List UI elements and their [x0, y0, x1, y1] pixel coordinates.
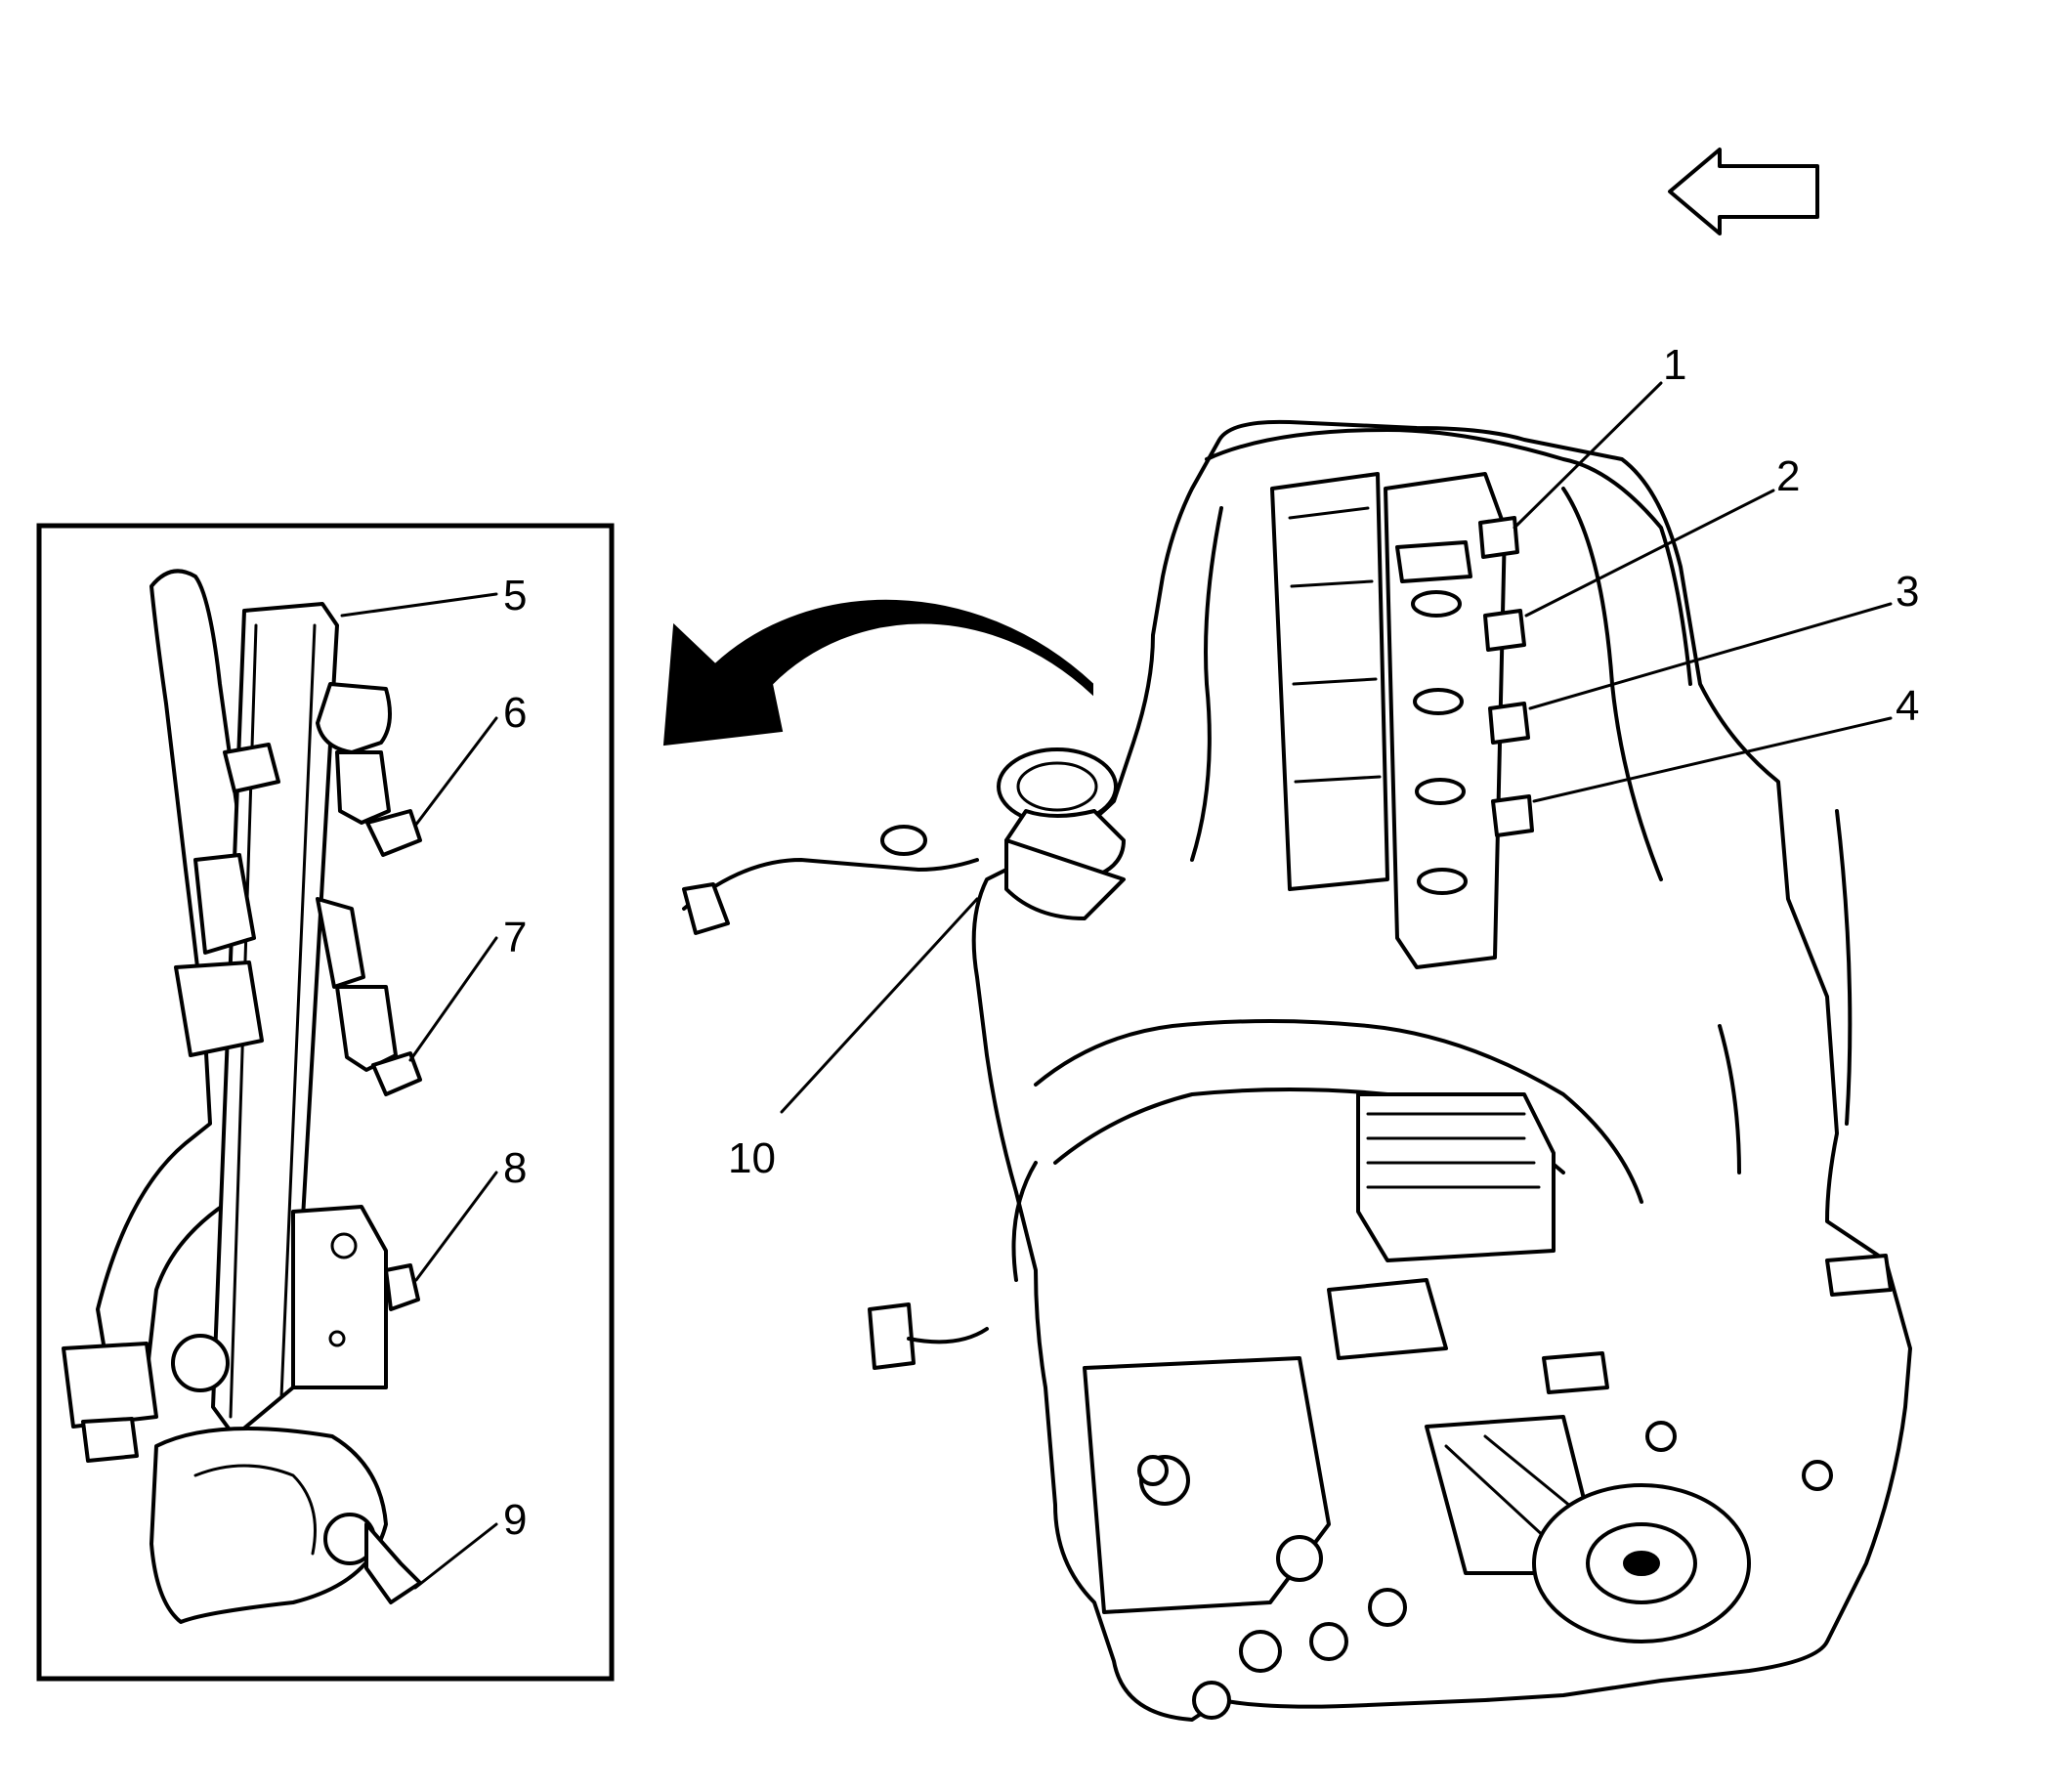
callout-3: 3 [1896, 568, 1919, 616]
curved-removal-arrow-icon [662, 599, 1093, 747]
callout-labels: 1 2 3 4 5 6 7 8 9 10 [503, 341, 1919, 1544]
callout-4: 4 [1896, 682, 1919, 730]
callout-9: 9 [503, 1496, 527, 1544]
callout-5: 5 [503, 572, 527, 619]
callout-8: 8 [503, 1144, 527, 1192]
callout-7: 7 [503, 914, 527, 961]
callout-10: 10 [728, 1134, 776, 1182]
callout-1: 1 [1663, 341, 1686, 389]
callout-2: 2 [1776, 452, 1800, 500]
left-arrow-icon [1668, 148, 1819, 235]
callout-leaders-inset [340, 592, 498, 1590]
callout-leaders-main [780, 381, 1893, 1114]
callout-6: 6 [503, 689, 527, 737]
fuel-rail-assembly [62, 569, 422, 1624]
engine-assembly [682, 419, 1912, 1722]
